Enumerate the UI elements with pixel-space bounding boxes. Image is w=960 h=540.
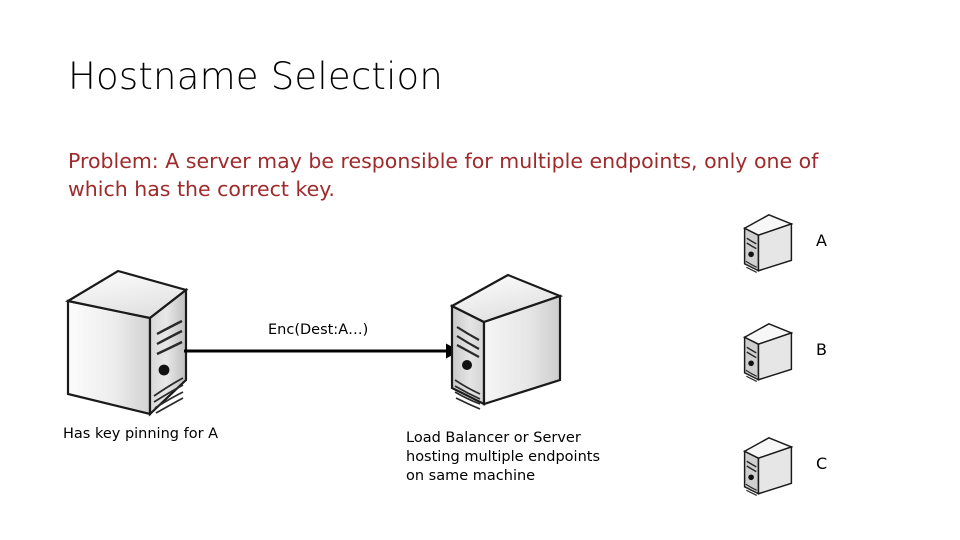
arrow-right-icon	[184, 340, 460, 362]
page-title: Hostname Selection	[68, 55, 444, 98]
load-balancer-caption-line-2: hosting multiple endpoints	[406, 449, 601, 465]
message-label: Enc(Dest:A…)	[268, 322, 369, 338]
client-caption: Has key pinning for A	[63, 426, 219, 442]
endpoint-label-b: B	[816, 340, 827, 359]
load-balancer-caption: Load Balancer or Server hosting multiple…	[406, 429, 636, 486]
problem-statement: Problem: A server may be responsible for…	[68, 149, 819, 201]
endpoint-server-icon-c	[742, 434, 794, 498]
endpoint-server-icon-a	[742, 211, 794, 275]
load-balancer-server-icon	[446, 272, 566, 410]
load-balancer-caption-line-3: on same machine	[406, 468, 536, 484]
endpoint-server-icon-b	[742, 320, 794, 384]
endpoint-label-a: A	[816, 231, 827, 250]
load-balancer-caption-line-1: Load Balancer or Server	[406, 430, 581, 446]
endpoint-label-c: C	[816, 454, 828, 473]
client-server-icon	[62, 268, 192, 417]
